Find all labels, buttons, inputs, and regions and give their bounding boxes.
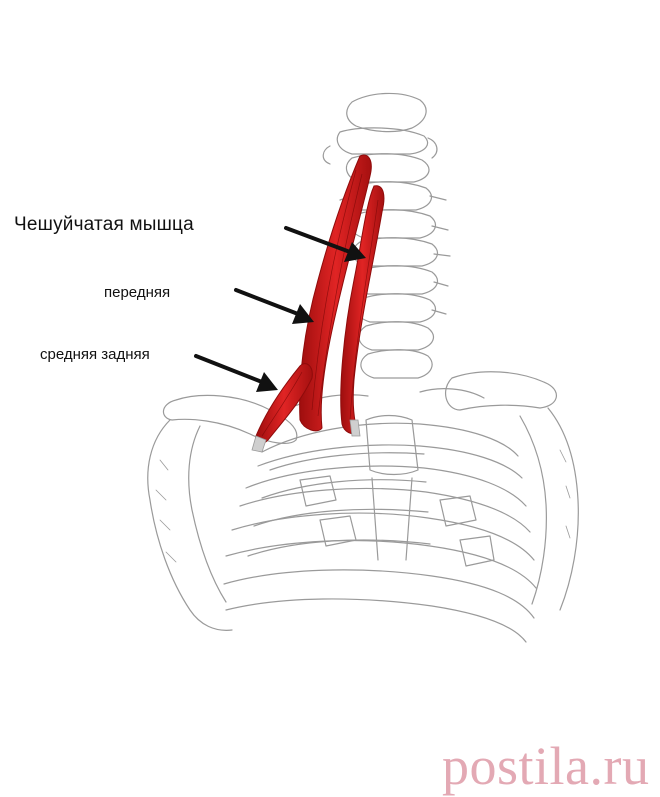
scalene-muscles [251, 154, 385, 453]
arrow-middle-posterior-head [256, 372, 278, 392]
arrow-main-head [344, 242, 366, 262]
label-arrows [194, 226, 366, 392]
label-scalene-muscle: Чешуйчатая мышца [14, 214, 194, 235]
arrow-anterior [234, 288, 300, 316]
label-middle-posterior: средняя задняя [40, 346, 150, 363]
watermark-logo: postila.ru [442, 736, 650, 796]
arrow-middle-posterior [194, 354, 264, 384]
skeleton-sketch [147, 92, 579, 643]
arrow-anterior-head [292, 304, 314, 324]
anterior-scalene-muscle [299, 154, 372, 432]
arrow-main [284, 226, 352, 254]
label-anterior: передняя [104, 284, 171, 301]
